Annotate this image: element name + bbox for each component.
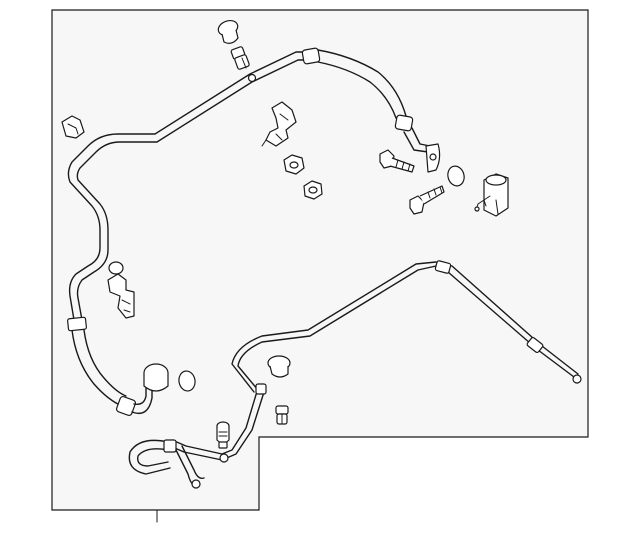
clamp-point-icon (247, 73, 257, 83)
suction-hose[interactable] (67, 51, 308, 417)
valve-icon[interactable] (275, 405, 289, 425)
discharge-hose[interactable] (301, 47, 441, 173)
cap-icon[interactable] (267, 355, 291, 378)
nut-icon[interactable] (283, 154, 305, 175)
o-ring-icon[interactable] (177, 370, 196, 392)
bolt-icon[interactable] (379, 149, 415, 173)
valve-icon[interactable] (216, 421, 230, 449)
bracket-icon[interactable] (261, 101, 297, 147)
bracket-icon[interactable] (107, 261, 135, 319)
o-ring-icon[interactable] (446, 164, 467, 187)
clip-icon[interactable] (61, 115, 85, 139)
valve-icon[interactable] (230, 46, 250, 70)
liquid-line[interactable] (128, 260, 582, 489)
cap-icon[interactable] (216, 18, 240, 44)
diagram-panel (51, 9, 589, 511)
expansion-valve-icon[interactable] (474, 173, 509, 217)
nut-icon[interactable] (303, 180, 323, 200)
bolt-icon[interactable] (409, 185, 445, 215)
